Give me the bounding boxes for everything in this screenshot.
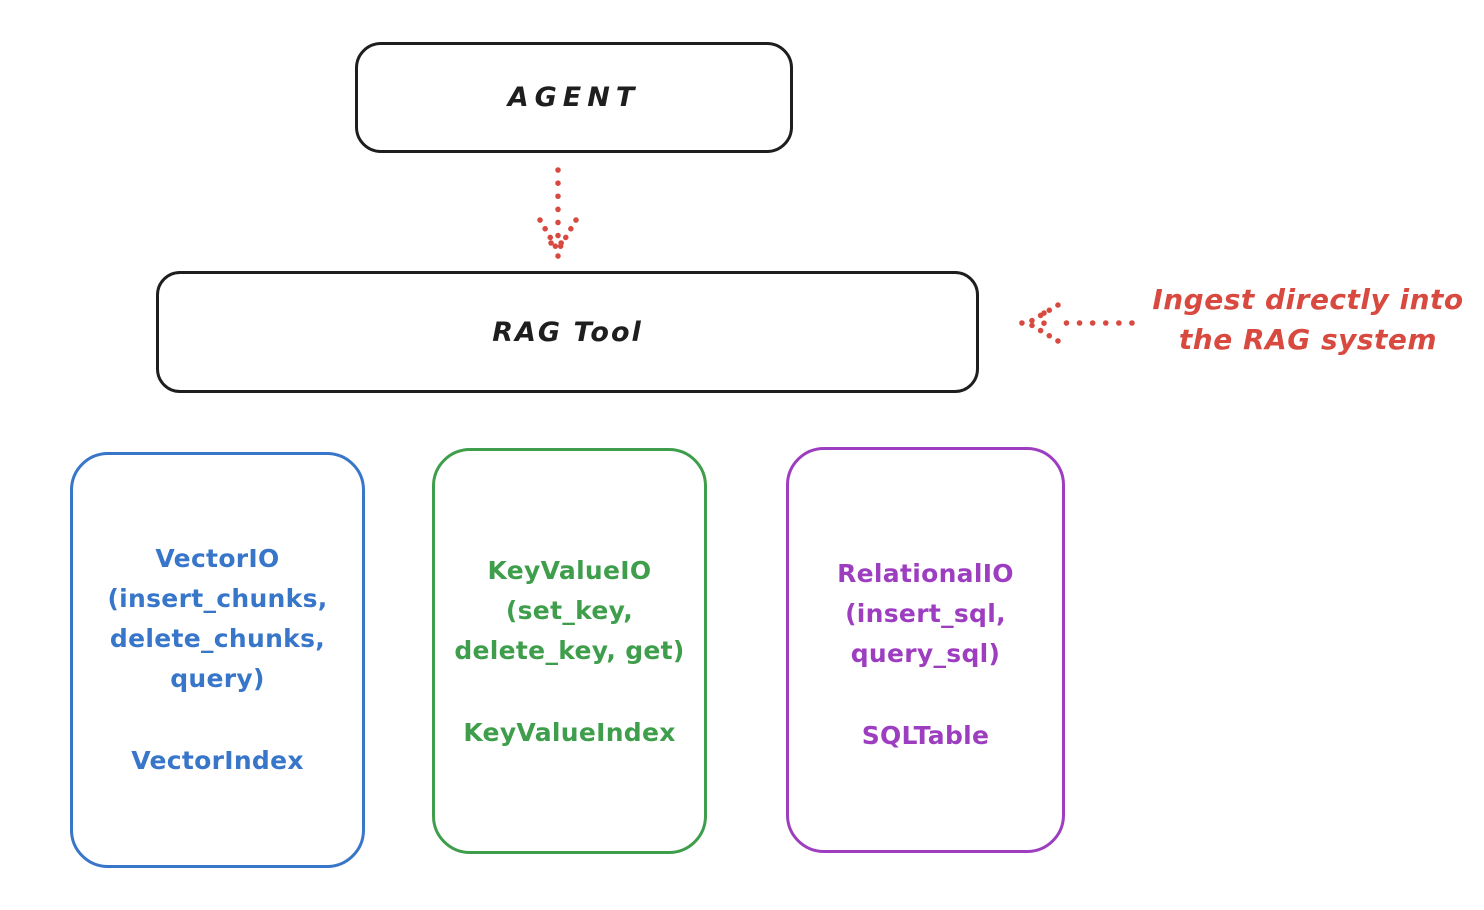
keyvalue-io-methods-line1: (set_key, xyxy=(505,596,634,625)
vector-io-methods-line3: query) xyxy=(170,664,265,693)
keyvalue-io-card[interactable]: KeyValueIO (set_key, delete_key, get) Ke… xyxy=(432,448,707,854)
ingest-annotation-line1: Ingest directly into xyxy=(1152,283,1464,316)
vector-io-methods-line1: (insert_chunks, xyxy=(107,584,328,613)
vector-index-label: VectorIndex xyxy=(131,746,304,775)
relational-io-methods-line2: query_sql) xyxy=(850,639,1001,668)
vector-io-card[interactable]: VectorIO (insert_chunks, delete_chunks, … xyxy=(70,452,365,868)
keyvalue-io-methods-line2: delete_key, get) xyxy=(454,636,685,665)
dotted-down-arrow-icon[interactable] xyxy=(537,167,579,259)
agent-node[interactable]: AGENT xyxy=(355,42,793,153)
vector-io-title: VectorIO xyxy=(155,544,280,573)
relational-io-methods-line1: (insert_sql, xyxy=(845,599,1006,628)
relational-io-card[interactable]: RelationalIO (insert_sql, query_sql) SQL… xyxy=(786,447,1065,853)
agent-label: AGENT xyxy=(507,82,641,113)
keyvalue-io-title: KeyValueIO xyxy=(487,556,652,585)
rag-tool-label: RAG Tool xyxy=(492,316,643,348)
dotted-left-arrow-icon[interactable] xyxy=(1019,302,1135,344)
vector-io-methods-line2: delete_chunks, xyxy=(109,624,326,653)
rag-tool-node[interactable]: RAG Tool xyxy=(156,271,979,393)
ingest-annotation: Ingest directly into the RAG system xyxy=(1138,280,1478,360)
keyvalue-index-label: KeyValueIndex xyxy=(463,718,676,747)
relational-io-title: RelationalIO xyxy=(837,559,1014,588)
sql-table-label: SQLTable xyxy=(861,721,990,750)
ingest-annotation-line2: the RAG system xyxy=(1178,323,1438,356)
